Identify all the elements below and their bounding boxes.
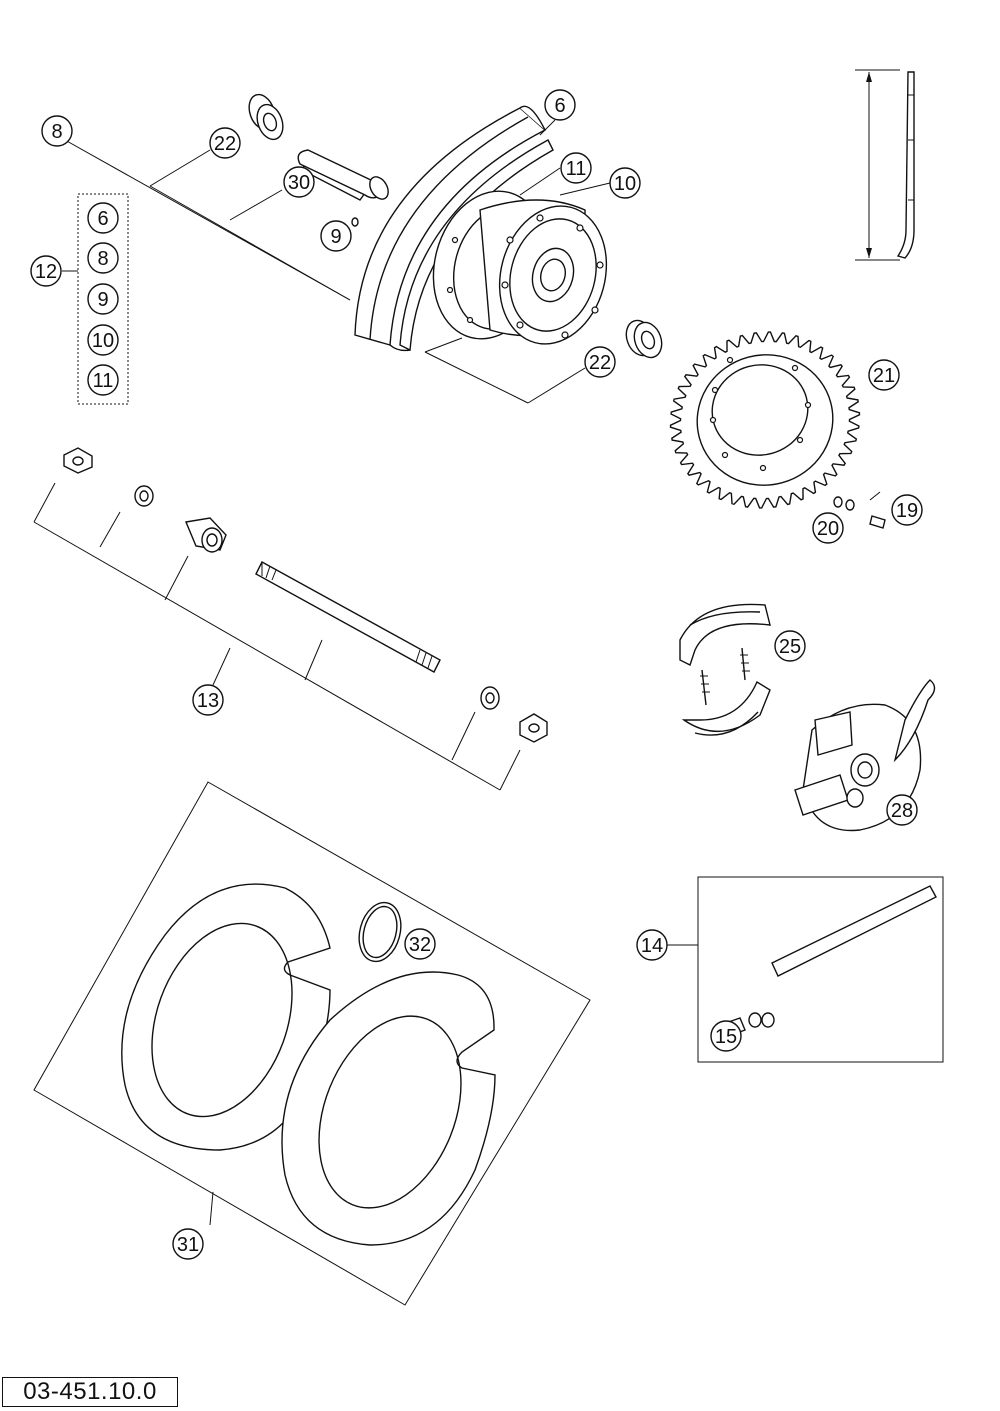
svg-text:15: 15 xyxy=(715,1026,737,1048)
svg-text:13: 13 xyxy=(197,690,219,712)
rim-segment xyxy=(354,105,554,352)
axle-nut-left xyxy=(63,447,93,474)
brake-shoes xyxy=(679,603,771,736)
callout-15: 15 xyxy=(710,1020,742,1052)
axle-spacer xyxy=(185,517,227,553)
callout-14: 14 xyxy=(636,929,668,961)
svg-text:8: 8 xyxy=(97,248,108,270)
svg-text:6: 6 xyxy=(554,95,565,117)
callout-10: 10 xyxy=(609,167,641,199)
svg-text:21: 21 xyxy=(873,365,895,387)
callout-12: 12 xyxy=(30,255,62,287)
assembly-item-1: 6 xyxy=(87,202,119,234)
assembly-item-3: 9 xyxy=(87,283,119,315)
assembly-item-2: 8 xyxy=(87,242,119,274)
axle-shaft xyxy=(255,561,441,673)
axle-washer-left xyxy=(134,485,154,507)
svg-text:25: 25 xyxy=(779,636,801,658)
assembly-list-box xyxy=(77,193,129,405)
svg-text:12: 12 xyxy=(35,261,57,283)
drawing-number-label: 03-451.10.0 xyxy=(2,1377,178,1407)
sprocket xyxy=(669,331,861,509)
sprocket-washers xyxy=(833,496,855,511)
svg-text:8: 8 xyxy=(51,121,62,143)
callout-13: 13 xyxy=(192,684,224,716)
clamp-ring xyxy=(358,901,402,963)
svg-text:28: 28 xyxy=(891,800,913,822)
svg-text:20: 20 xyxy=(817,518,839,540)
callout-9: 9 xyxy=(320,220,352,252)
bearing-top xyxy=(248,93,284,141)
svg-text:11: 11 xyxy=(93,370,114,392)
svg-text:31: 31 xyxy=(177,1234,199,1256)
svg-text:22: 22 xyxy=(589,352,611,374)
rim-tape-left xyxy=(121,883,331,1151)
callout-20: 20 xyxy=(812,512,844,544)
callout-30: 30 xyxy=(283,166,315,198)
callout-8: 8 xyxy=(41,115,73,147)
svg-text:22: 22 xyxy=(214,133,236,155)
callout-25: 25 xyxy=(774,630,806,662)
svg-text:30: 30 xyxy=(288,172,310,194)
axle-washer-right xyxy=(480,686,500,710)
nipple-part xyxy=(351,217,359,227)
axle-nut-right xyxy=(519,713,548,743)
spoke-drawing xyxy=(855,69,915,261)
callout-21: 21 xyxy=(868,359,900,391)
svg-text:6: 6 xyxy=(97,208,108,230)
svg-text:11: 11 xyxy=(566,158,587,180)
assembly-item-4: 10 xyxy=(87,324,119,356)
bearing-bottom xyxy=(625,319,663,359)
svg-text:10: 10 xyxy=(92,330,114,352)
callout-6: 6 xyxy=(544,89,576,121)
svg-text:10: 10 xyxy=(614,173,636,195)
assembly-item-5: 11 xyxy=(87,364,119,396)
chain xyxy=(771,885,937,977)
spacer-tube xyxy=(297,149,389,201)
callout-22-bottom: 22 xyxy=(584,346,616,378)
hub-assembly xyxy=(432,190,608,345)
chain-box xyxy=(697,876,944,1063)
callout-11: 11 xyxy=(560,152,592,184)
rim-tape-right xyxy=(281,971,496,1246)
svg-text:14: 14 xyxy=(641,935,663,957)
sprocket-bolt xyxy=(869,515,886,529)
svg-text:9: 9 xyxy=(97,289,108,311)
callout-31: 31 xyxy=(172,1228,204,1260)
callout-32: 32 xyxy=(404,928,436,960)
leader-lines xyxy=(33,119,881,1226)
svg-text:19: 19 xyxy=(896,500,918,522)
svg-text:9: 9 xyxy=(330,226,341,248)
callout-28: 28 xyxy=(886,794,918,826)
rim-tape-box xyxy=(33,781,591,1306)
callout-22-top: 22 xyxy=(209,127,241,159)
callout-19: 19 xyxy=(891,494,923,526)
svg-text:32: 32 xyxy=(409,934,431,956)
